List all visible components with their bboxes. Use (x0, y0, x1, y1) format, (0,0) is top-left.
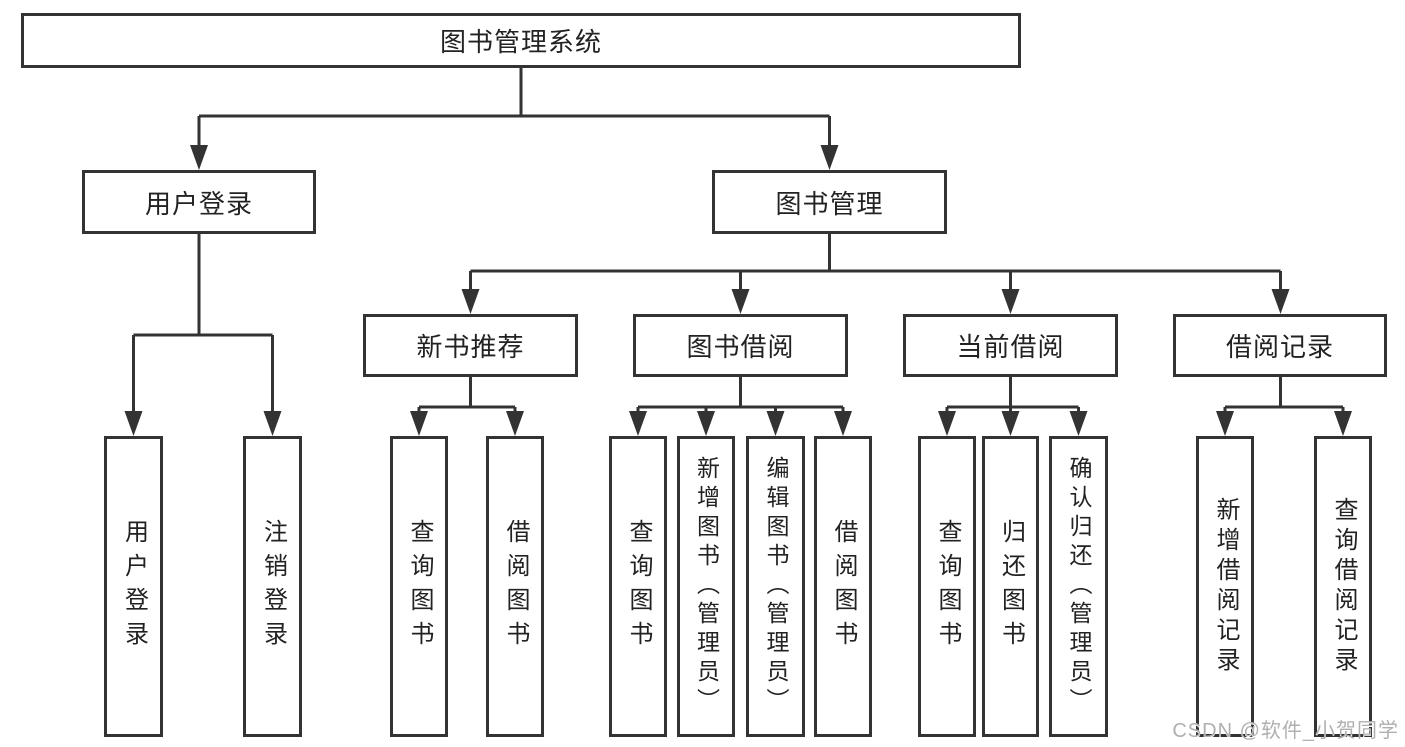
node-query-books-borrowing: 查询图书 (609, 436, 667, 737)
arrowhead-icon (697, 411, 715, 436)
node-add-borrow-record: 新增借阅记录 (1196, 436, 1254, 737)
node-query-borrow-record: 查询借阅记录 (1314, 436, 1372, 737)
node-add-books-admin: 新增图书（管理员） (677, 436, 735, 737)
arrowhead-icon (629, 411, 647, 436)
node-label: 归还图书 (997, 518, 1025, 655)
node-return-books: 归还图书 (982, 436, 1039, 737)
node-confirm-return-admin: 确认归还（管理员） (1049, 436, 1108, 737)
connector-paths (132, 68, 1345, 422)
node-label: 新增借阅记录 (1212, 496, 1239, 677)
connector-book-borrow-branch (636, 375, 845, 422)
node-book-management: 图书管理 (712, 170, 947, 234)
arrowhead-icon (461, 289, 480, 314)
node-query-books-recommend: 查询图书 (390, 436, 448, 737)
node-label: 新增图书（管理员） (693, 456, 720, 717)
node-label: 图书借阅 (686, 332, 795, 362)
arrowhead-icon (938, 411, 956, 436)
node-label: 借阅图书 (502, 518, 529, 655)
node-label: 用户登录 (120, 518, 148, 655)
node-borrow-books-recommend: 借阅图书 (486, 436, 544, 737)
node-user-login: 用户登录 (82, 170, 316, 234)
arrowhead-icon (766, 411, 785, 436)
arrowhead-icon (1001, 411, 1020, 436)
arrowhead-icon (124, 411, 143, 436)
node-logout-leaf: 注销登录 (243, 436, 302, 737)
arrowhead-icon (820, 145, 839, 170)
node-library-management-system: 图书管理系统 (21, 13, 1021, 68)
node-new-book-recommendation: 新书推荐 (363, 314, 578, 377)
node-label: 图书管理 (775, 188, 884, 219)
node-label: 编辑图书（管理员） (763, 456, 789, 717)
arrowhead-icon (731, 289, 750, 314)
node-label: 查询借阅记录 (1330, 496, 1357, 677)
arrowhead-icon (506, 411, 524, 436)
watermark: CSDN @软件_小贺同学 (1172, 720, 1399, 742)
arrowhead-icon (190, 145, 208, 170)
node-borrow-books-borrowing: 借阅图书 (814, 436, 872, 737)
node-label: 借阅记录 (1225, 332, 1334, 362)
node-query-books-current: 查询图书 (918, 436, 976, 737)
arrowheads (124, 145, 1352, 436)
node-label: 查询图书 (934, 518, 961, 655)
node-current-borrowing: 当前借阅 (903, 314, 1118, 377)
node-label: 用户登录 (144, 188, 253, 219)
arrowhead-icon (1271, 289, 1290, 314)
arrowhead-icon (410, 411, 428, 436)
node-user-login-leaf: 用户登录 (104, 436, 163, 737)
node-borrowing-records: 借阅记录 (1173, 314, 1387, 377)
node-label: 借阅图书 (830, 518, 857, 655)
arrowhead-icon (1334, 411, 1352, 436)
arrowhead-icon (1069, 411, 1088, 436)
node-label: 注销登录 (259, 518, 287, 655)
arrowhead-icon (834, 411, 852, 436)
node-label: 图书管理系统 (439, 27, 602, 57)
connector-new-book-branch (417, 375, 517, 422)
node-edit-books-admin: 编辑图书（管理员） (746, 436, 805, 737)
arrowhead-icon (1001, 289, 1020, 314)
connector-borrow-records-branch (1223, 375, 1345, 422)
node-label: 查询图书 (406, 518, 433, 655)
arrowhead-icon (263, 411, 282, 436)
connector-book-management-branch (469, 233, 1282, 300)
connector-user-login-branch (132, 233, 274, 420)
node-label: 确认归还（管理员） (1066, 456, 1092, 717)
node-label: 新书推荐 (416, 332, 525, 362)
node-label: 当前借阅 (956, 332, 1065, 362)
connector-root-to-level2 (197, 68, 831, 155)
node-book-borrowing: 图书借阅 (633, 314, 848, 377)
node-label: 查询图书 (625, 518, 652, 655)
arrowhead-icon (1216, 411, 1234, 436)
